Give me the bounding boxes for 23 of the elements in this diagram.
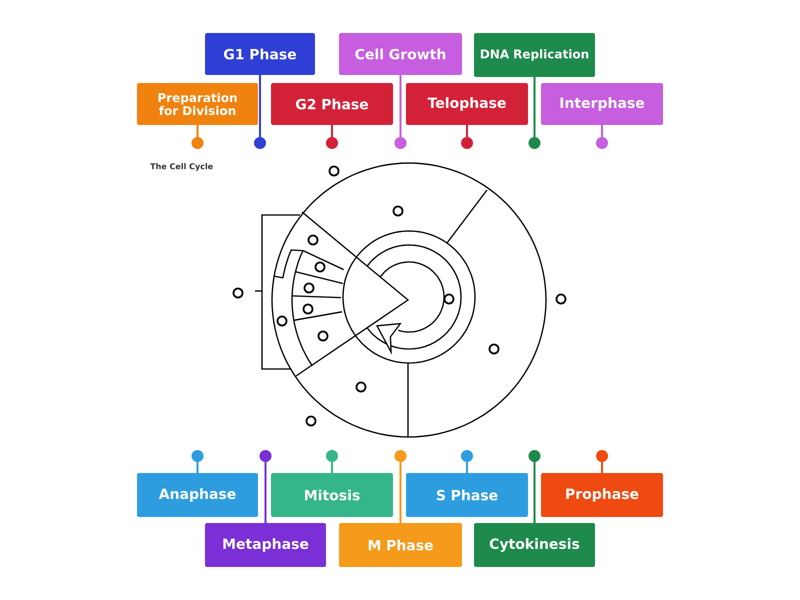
- diagram-title: The Cell Cycle: [150, 163, 213, 171]
- label-tile: G2 Phase: [271, 83, 393, 149]
- hotspot-circle: [314, 262, 326, 272]
- label-tile: Anaphase: [137, 450, 258, 517]
- hotspot-circle: [306, 416, 316, 426]
- label-tile: Mitosis: [271, 450, 393, 517]
- label-tile: Interphase: [541, 83, 663, 149]
- label-tile: S Phase: [406, 450, 528, 517]
- hotspot-circle: [556, 294, 566, 304]
- hotspot-circle: [392, 206, 404, 216]
- hotspot-circle: [356, 382, 366, 392]
- hotspot-circle: [308, 234, 318, 246]
- label-tile: Preparation for Division: [137, 83, 258, 149]
- hotspot-circle: [328, 166, 340, 176]
- hotspot-circle: [302, 304, 314, 314]
- label-tile: Prophase: [541, 450, 663, 517]
- hotspot-circle: [232, 288, 244, 298]
- hotspot-circle: [318, 330, 328, 342]
- hotspot-circle: [488, 344, 500, 354]
- label-tile: Telophase: [406, 83, 528, 149]
- hotspot-circle: [276, 316, 288, 326]
- hotspot-circle: [304, 282, 314, 294]
- hotspot-circle: [444, 294, 454, 304]
